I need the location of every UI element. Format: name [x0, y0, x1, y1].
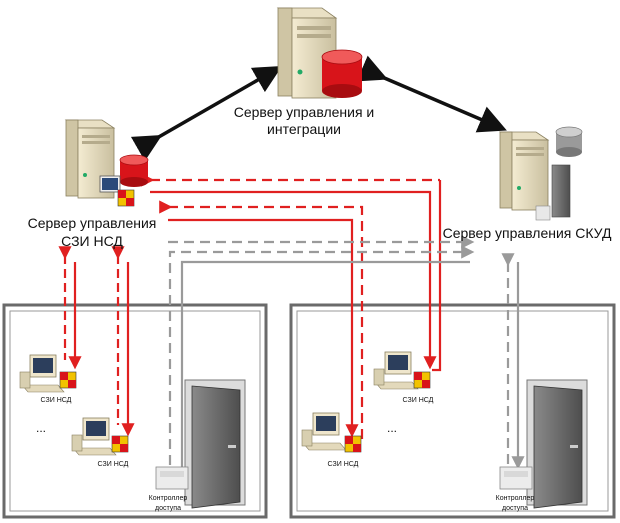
- workstation-left-1-label: СЗИ НСД: [41, 397, 72, 404]
- workstation-left-2-label: СЗИ НСД: [98, 461, 129, 468]
- szi-server-label-1: Сервер управления: [28, 215, 157, 231]
- access-controller-left-label-1: Контроллер: [149, 495, 188, 502]
- workstation-right-ellipsis: ...: [387, 421, 397, 435]
- szi-links: [58, 173, 442, 440]
- link-szi-integration: [130, 66, 283, 162]
- room-right: [289, 303, 616, 519]
- szi-server-label-2: СЗИ НСД: [61, 233, 123, 249]
- access-controller-right-label-2: доступа: [502, 505, 528, 512]
- workstation-right-1-icon[interactable]: [373, 351, 431, 390]
- workstation-right-2-label: СЗИ НСД: [328, 461, 359, 468]
- skud-server-label: Сервер управления СКУД: [443, 225, 612, 241]
- access-controller-right-label-1: Контроллер: [496, 495, 535, 502]
- workstation-left-2-icon[interactable]: [71, 417, 129, 456]
- workstation-left-ellipsis: ...: [36, 421, 46, 435]
- room-right-inner: [296, 310, 609, 512]
- skud-links: [168, 235, 525, 470]
- room-left-inner: [9, 310, 261, 512]
- room-left: [2, 303, 268, 519]
- integration-server-label-2: интеграции: [267, 121, 341, 137]
- door-left-icon: [184, 379, 246, 509]
- workstation-left-1-icon[interactable]: [19, 354, 77, 393]
- access-controller-right-icon[interactable]: [499, 466, 533, 490]
- access-controller-left-icon[interactable]: [155, 466, 189, 490]
- szi-server-icon[interactable]: [64, 119, 149, 207]
- link-integration-skud: [356, 55, 507, 133]
- integration-server-icon[interactable]: [276, 7, 363, 99]
- workstation-right-2-icon[interactable]: [301, 412, 362, 453]
- integration-server-label-1: Сервер управления и: [234, 104, 375, 120]
- workstation-right-1-label: СЗИ НСД: [403, 397, 434, 404]
- access-controller-left-label-2: доступа: [155, 505, 181, 512]
- door-right-icon: [526, 379, 588, 509]
- skud-server-icon[interactable]: [498, 126, 583, 221]
